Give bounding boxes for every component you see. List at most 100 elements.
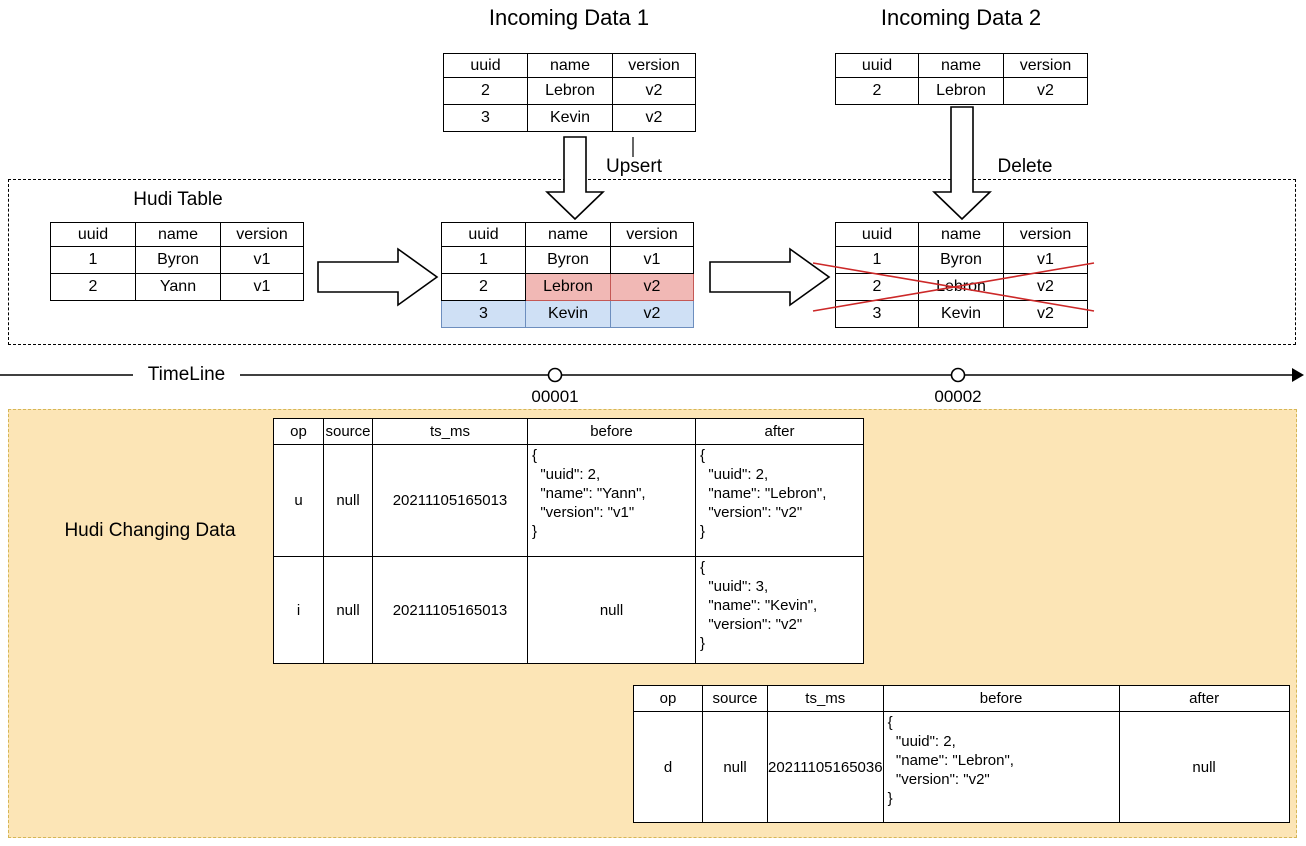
commit-1-marker (547, 367, 563, 383)
column-header: source (323, 418, 373, 445)
table-cell: i (273, 556, 324, 664)
commit-1-label: 00001 (531, 387, 579, 406)
incoming-data-1-title: Incoming Data 1 (488, 5, 650, 30)
column-header: ts_ms (767, 685, 884, 712)
column-header: uuid (443, 53, 528, 78)
table-cell: 20211105165013 (372, 556, 528, 664)
column-header: before (527, 418, 696, 445)
table-cell: v2 (612, 77, 696, 105)
column-header: op (633, 685, 703, 712)
table-cell: 1 (835, 246, 919, 274)
column-header: after (695, 418, 864, 445)
table-cell: v2 (610, 273, 694, 301)
commit-2-marker (950, 367, 966, 383)
table-cell: 2 (50, 273, 136, 301)
table-cell: { "uuid": 3, "name": "Kevin", "version":… (695, 556, 864, 664)
table-cell: d (633, 711, 703, 823)
upsert-label: Upsert (606, 156, 662, 177)
table-cell: v1 (1003, 246, 1088, 274)
table-cell: Kevin (525, 300, 611, 328)
table-cell: 1 (441, 246, 526, 274)
column-header: name (135, 222, 221, 247)
table-cell: Byron (135, 246, 221, 274)
table-cell: Lebron (527, 77, 613, 105)
table-cell: Kevin (918, 300, 1004, 328)
table-cell: Byron (918, 246, 1004, 274)
table-cell: null (1118, 711, 1290, 823)
column-header: uuid (50, 222, 136, 247)
column-header: uuid (835, 222, 919, 247)
column-header: version (220, 222, 304, 247)
table-cell: v2 (610, 300, 694, 328)
column-header: after (1118, 685, 1290, 712)
hudi-table-box (8, 179, 1296, 345)
timeline-label: TimeLine (147, 364, 226, 385)
table-cell: 2 (835, 273, 919, 301)
column-header: source (702, 685, 768, 712)
column-header: name (525, 222, 611, 247)
table-cell: v2 (612, 104, 696, 132)
table-cell: v1 (220, 273, 304, 301)
table-cell: null (323, 556, 373, 664)
table-cell: 20211105165036 (767, 711, 884, 823)
table-cell: 3 (441, 300, 526, 328)
column-header: ts_ms (372, 418, 528, 445)
column-header: before (882, 685, 1120, 712)
table-cell: 3 (835, 300, 919, 328)
commit-2-label: 00002 (934, 387, 982, 406)
table-cell: v2 (1003, 77, 1088, 105)
table-cell: 20211105165013 (372, 444, 528, 557)
column-header: version (610, 222, 694, 247)
table-cell: v1 (220, 246, 304, 274)
table-cell: v1 (610, 246, 694, 274)
column-header: name (527, 53, 613, 78)
table-cell: null (527, 556, 696, 664)
table-cell: Kevin (527, 104, 613, 132)
column-header: version (612, 53, 696, 78)
table-cell: Lebron (525, 273, 611, 301)
hudi-changing-data-title: Hudi Changing Data (64, 520, 236, 541)
table-cell: Yann (135, 273, 221, 301)
column-header: name (918, 53, 1004, 78)
table-cell: 2 (835, 77, 919, 105)
delete-label: Delete (997, 156, 1053, 177)
table-cell: 2 (441, 273, 526, 301)
table-cell: v2 (1003, 300, 1088, 328)
incoming-data-2-title: Incoming Data 2 (880, 5, 1042, 30)
timeline-arrowhead (1292, 368, 1304, 382)
column-header: uuid (441, 222, 526, 247)
table-cell: u (273, 444, 324, 557)
column-header: version (1003, 53, 1088, 78)
column-header: version (1003, 222, 1088, 247)
table-cell: { "uuid": 2, "name": "Lebron", "version"… (882, 711, 1120, 823)
hudi-table-title: Hudi Table (133, 189, 223, 210)
table-cell: 3 (443, 104, 528, 132)
table-cell: 2 (443, 77, 528, 105)
table-cell: Byron (525, 246, 611, 274)
column-header: uuid (835, 53, 919, 78)
table-cell: { "uuid": 2, "name": "Lebron", "version"… (695, 444, 864, 557)
